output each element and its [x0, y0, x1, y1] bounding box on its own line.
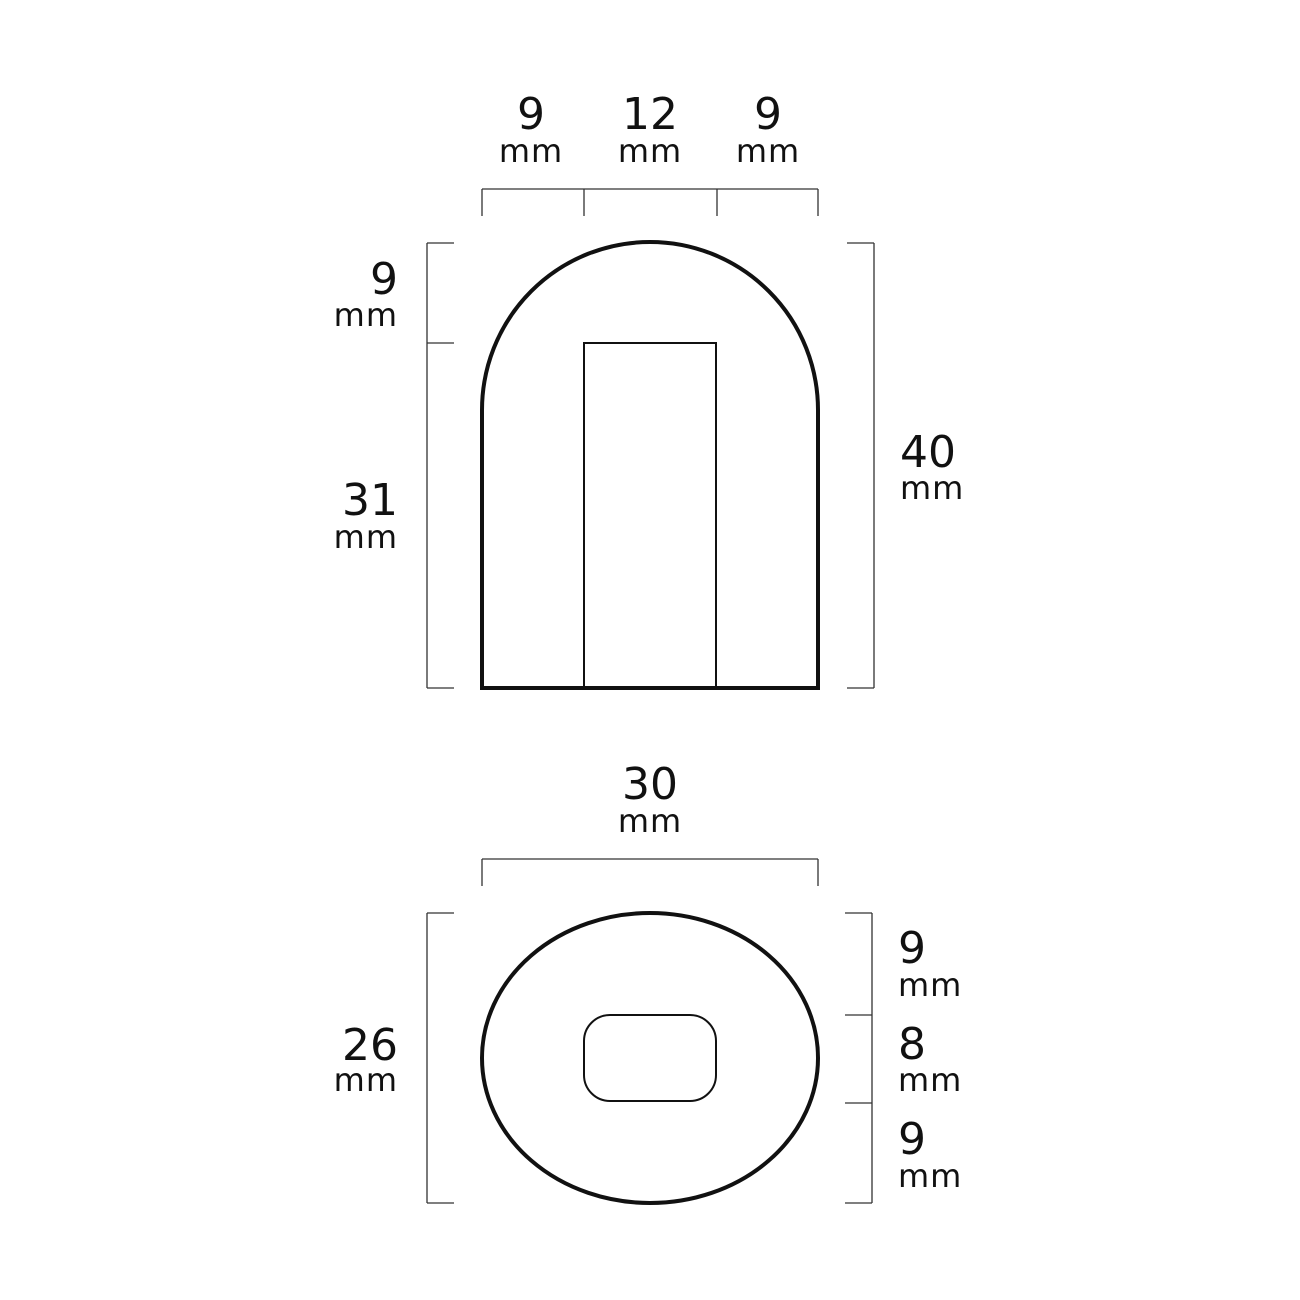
- front-view-slot: [583, 342, 717, 689]
- front-left-height-2-value: 31: [342, 475, 398, 526]
- front-top-width-3-value: 9: [754, 89, 782, 140]
- front-view-outline: [480, 240, 820, 690]
- bottom-view-opening: [583, 1014, 717, 1102]
- front-top-width-1-value: 9: [517, 89, 545, 140]
- bottom-total-height-value: 26: [342, 1020, 398, 1071]
- front-right-height-dimension: [847, 242, 875, 689]
- front-top-width-dimension: [481, 188, 819, 216]
- front-top-width-1-unit: mm: [499, 132, 563, 170]
- bottom-total-height-unit: mm: [334, 1061, 398, 1099]
- front-left-height-1-value: 9: [370, 254, 398, 305]
- front-left-height-dimension: [426, 242, 454, 689]
- front-top-width-3-unit: mm: [736, 132, 800, 170]
- bottom-right-height-3-value: 9: [898, 1114, 926, 1165]
- front-left-height-1-unit: mm: [334, 296, 398, 334]
- bottom-right-height-2-unit: mm: [898, 1061, 962, 1099]
- bottom-top-width-dimension: [481, 858, 819, 886]
- bottom-left-height-dimension: [426, 912, 454, 1204]
- bottom-view-outline: [480, 911, 820, 1205]
- bottom-right-height-2-value: 8: [898, 1019, 926, 1070]
- front-top-width-2-unit: mm: [618, 132, 682, 170]
- front-total-height-unit: mm: [900, 469, 964, 507]
- bottom-total-width-unit: mm: [618, 802, 682, 840]
- front-view: [480, 240, 820, 690]
- bottom-right-height-3-unit: mm: [898, 1157, 962, 1195]
- bottom-right-height-1-unit: mm: [898, 966, 962, 1004]
- bottom-view: [480, 911, 820, 1205]
- bottom-right-height-1-value: 9: [898, 923, 926, 974]
- front-left-height-2-unit: mm: [334, 518, 398, 556]
- bottom-total-width-value: 30: [622, 759, 678, 810]
- front-total-height-value: 40: [900, 427, 956, 478]
- front-top-width-2-value: 12: [622, 89, 678, 140]
- bottom-right-height-dimension: [845, 912, 873, 1204]
